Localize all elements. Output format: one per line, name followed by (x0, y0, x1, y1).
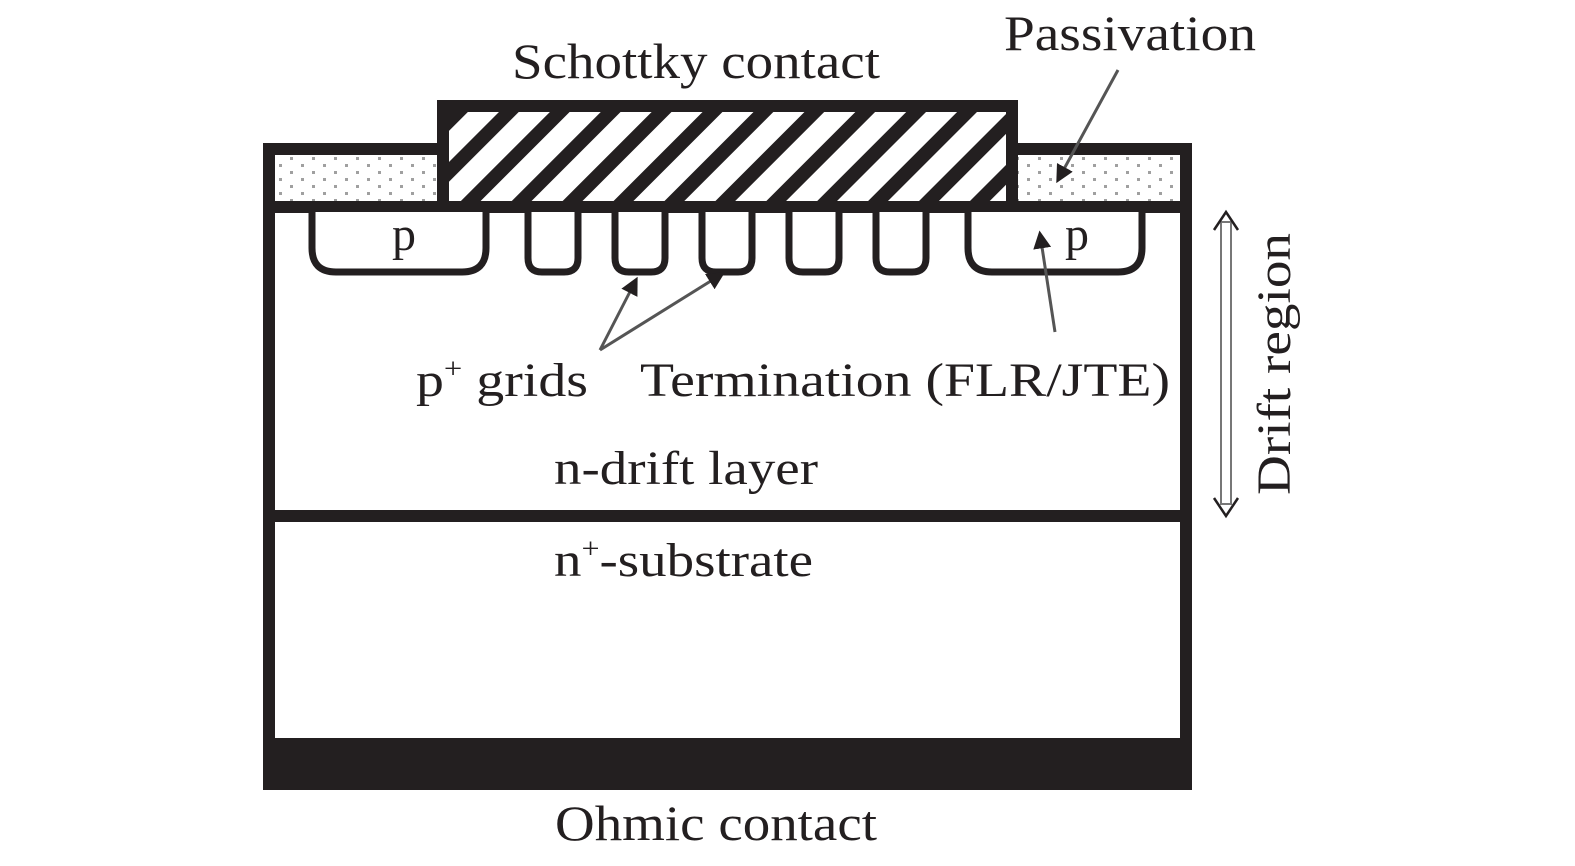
schottky-contact-label: Schottky contact (512, 33, 880, 89)
n-drift-layer-label: n-drift layer (554, 442, 818, 495)
p-plus-grid-finger (785, 212, 843, 276)
p-region-right-label: p (1065, 208, 1089, 261)
passivation-leader-line (1056, 69, 1120, 184)
p-plus-grids (524, 212, 930, 276)
p-plus-grids-label-sup: + (444, 354, 462, 385)
p-plus-grid-finger (872, 212, 930, 276)
schottky-contact-layer (437, 100, 1018, 213)
termination-leader-line (1033, 230, 1057, 333)
p-plus-grids-label: p+ grids (416, 354, 588, 407)
p-grid-leader-line-2 (599, 272, 726, 352)
ohmic-contact-layer (263, 740, 1192, 790)
p-plus-grid-finger (611, 212, 669, 276)
n-plus-substrate-label-sup: + (581, 534, 599, 565)
p-plus-grids-label-base: p (416, 354, 444, 407)
passivation-right (1006, 143, 1192, 213)
p-plus-grid-finger (698, 212, 756, 276)
drift-arrow-head-top (1212, 209, 1240, 231)
p-region-left-label: p (392, 208, 416, 261)
n-plus-substrate-label: n+-substrate (554, 534, 813, 587)
p-region-left (308, 212, 490, 276)
p-grid-leader-line-1 (598, 276, 638, 351)
ohmic-contact-label: Ohmic contact (555, 795, 877, 851)
passivation-label: Passivation (1004, 5, 1256, 61)
n-plus-substrate-label-rest: -substrate (600, 534, 813, 587)
termination-label: Termination (FLR/JTE) (640, 354, 1170, 407)
drift-arrow-head-bottom (1212, 497, 1240, 519)
p-region-right (964, 212, 1146, 276)
passivation-left (263, 143, 449, 213)
p-plus-grid-finger (524, 212, 582, 276)
drift-region-label: Drift region (1248, 233, 1301, 495)
n-plus-substrate (263, 510, 1192, 750)
p-plus-grids-label-rest: grids (462, 354, 588, 407)
drift-region-arrow (1212, 209, 1240, 519)
n-plus-substrate-label-base: n (554, 534, 581, 587)
